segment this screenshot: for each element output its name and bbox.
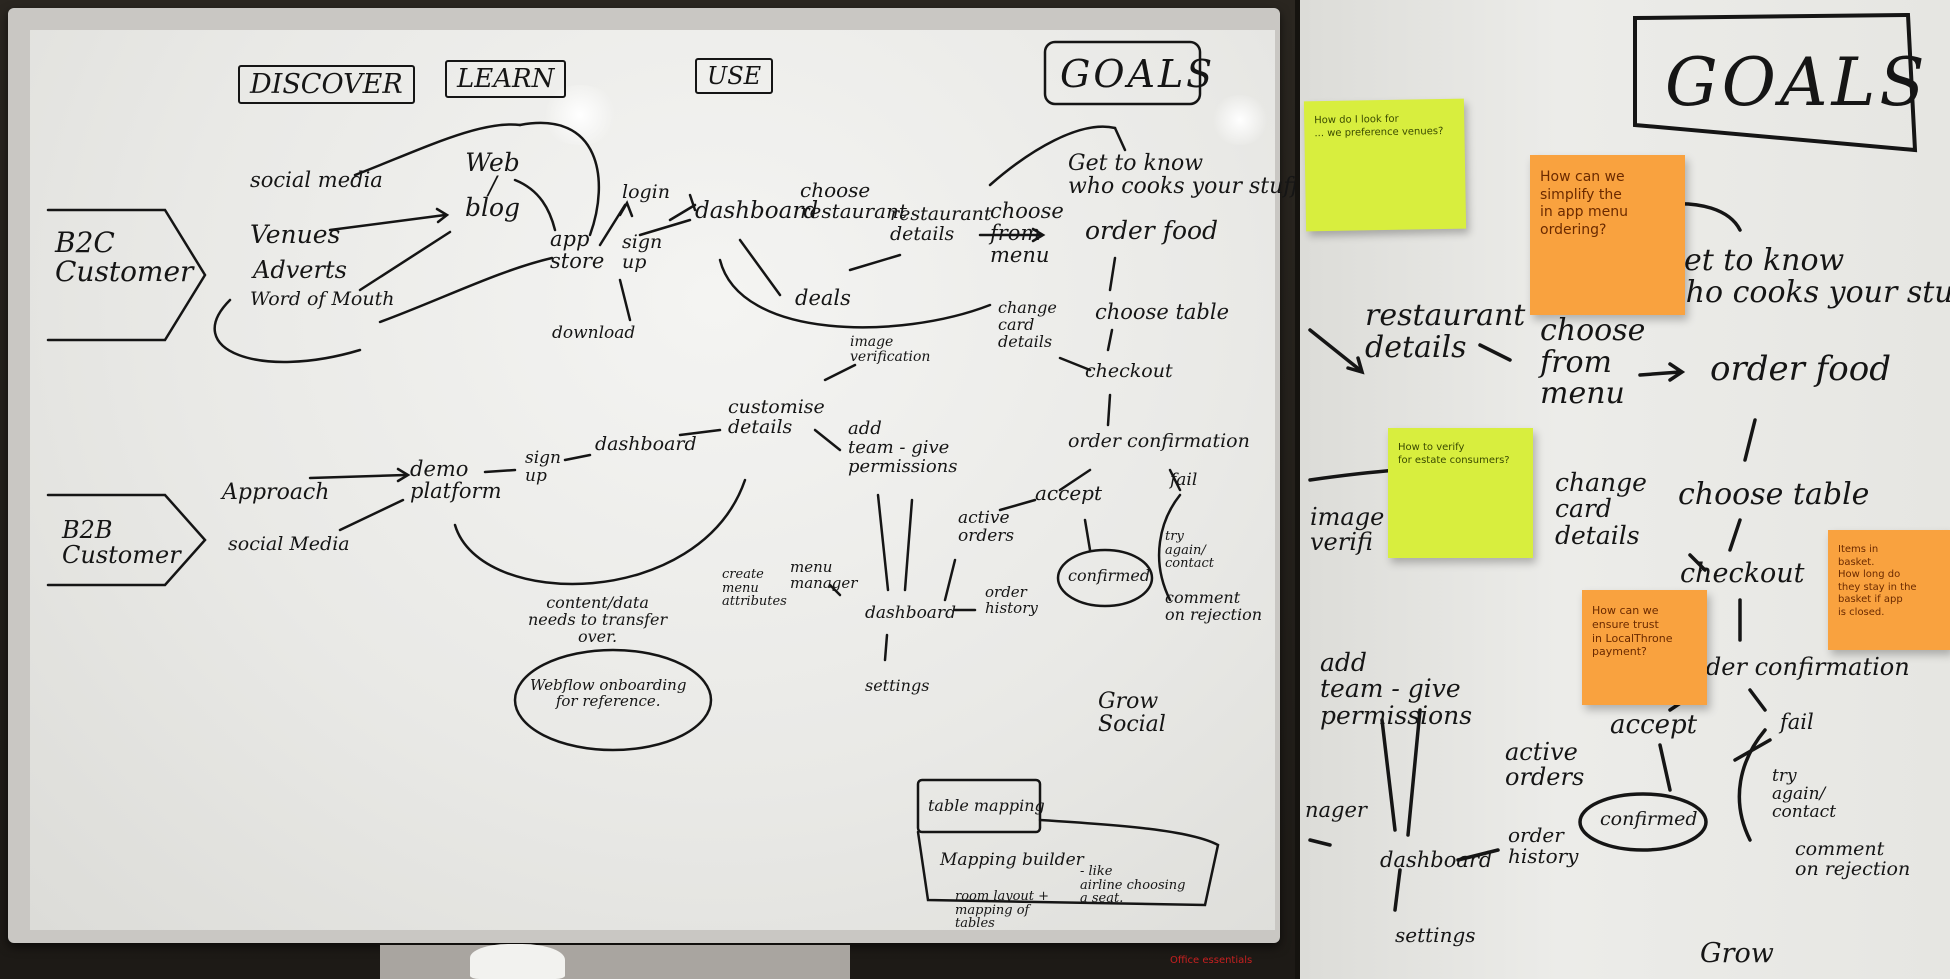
- whiteboard-ink-strokes: [46, 40, 1220, 907]
- sticky-note-orange-trust: How can we ensure trust in LocalThrone p…: [1582, 590, 1707, 705]
- try-again-closeup: try again/ contact: [1772, 766, 1837, 822]
- goals-header: GOALS: [1060, 52, 1216, 96]
- approach-label: Approach: [222, 480, 330, 505]
- b2b-social-media-label: social Media: [228, 533, 350, 555]
- room-layout-label: room layout + mapping of tables: [955, 889, 1050, 932]
- create-menu-attributes-label: create menu attributes: [722, 567, 787, 610]
- confirmed-closeup: confirmed: [1600, 808, 1698, 830]
- active-orders-closeup: active orders: [1505, 738, 1585, 792]
- comment-on-rejection-label: comment on rejection: [1165, 588, 1263, 624]
- social-media-label: social media: [250, 168, 383, 192]
- image-verification-label: image verification: [850, 334, 931, 365]
- brand-logo: Office essentials: [1170, 955, 1253, 966]
- b2c-customer-label: B2C Customer: [55, 226, 194, 289]
- active-orders-label: active orders: [958, 508, 1015, 546]
- download-label: download: [552, 323, 636, 343]
- choose-table-label: choose table: [1095, 300, 1229, 324]
- b2b-dashboard2-label: dashboard: [865, 603, 956, 623]
- choose-table-closeup: choose table: [1678, 477, 1870, 512]
- app-store-label: app store: [550, 227, 605, 274]
- sticky-note-orange-basket: Items in basket. How long do they stay i…: [1828, 530, 1950, 650]
- get-to-know-label: Get to know who cooks your stuff: [1068, 151, 1299, 200]
- marker-tray: [380, 945, 850, 979]
- web-blog-label: Web / blog: [465, 148, 521, 222]
- sign-up-label: sign up: [622, 231, 663, 273]
- adverts-label: Adverts: [253, 256, 347, 284]
- whiteboard: [30, 30, 1275, 930]
- fail-label: fail: [1170, 470, 1198, 490]
- venues-label: Venues: [250, 220, 341, 249]
- try-again-contact-label: try again/ contact: [1165, 529, 1214, 572]
- image-verification-closeup: image verifi: [1310, 503, 1385, 557]
- word-of-mouth-label: Word of Mouth: [250, 288, 395, 310]
- choose-from-menu-label: choose from menu: [990, 199, 1064, 268]
- airline-seat-label: - like airline choosing a seat.: [1080, 864, 1186, 907]
- order-confirmation-label: order confirmation: [1068, 430, 1250, 452]
- demo-platform-label: demo platform: [410, 457, 502, 504]
- left-whiteboard-photo: DISCOVER LEARN USE GOALS B2C Customer B2…: [0, 0, 1300, 979]
- choose-restaurant-label: choose restaurant: [800, 178, 907, 223]
- restaurant-details-closeup: restaurant details: [1365, 298, 1526, 365]
- dashboard-label: dashboard: [695, 198, 819, 224]
- webflow-onboarding-label: Webflow onboarding for reference.: [530, 676, 687, 710]
- table-mapping-label: table mapping: [928, 796, 1045, 815]
- mapping-builder-label: Mapping builder: [940, 850, 1084, 870]
- sticky-note-orange-menu: How can we simplify the in app menu orde…: [1530, 155, 1685, 315]
- confirmed-label: confirmed: [1068, 566, 1151, 585]
- content-data-label: content/data needs to transfer over.: [528, 593, 668, 646]
- fail-closeup: fail: [1780, 710, 1814, 734]
- login-label: login: [622, 181, 670, 203]
- b2b-customer-label: B2B Customer: [62, 516, 181, 570]
- dashboard-closeup: dashboard: [1380, 848, 1493, 872]
- use-header: USE: [695, 58, 774, 94]
- manager-closeup: nager: [1305, 798, 1367, 822]
- grow-closeup: Grow: [1700, 938, 1774, 969]
- change-card-details-label: change card details: [998, 298, 1057, 351]
- settings-label: settings: [865, 676, 930, 695]
- b2b-dashboard-label: dashboard: [595, 433, 697, 455]
- accept-closeup: accept: [1610, 710, 1698, 740]
- customise-details-label: customise details: [728, 396, 825, 438]
- menu-manager-label: menu manager: [790, 558, 858, 592]
- add-team-closeup: add team - give permissions: [1320, 648, 1473, 730]
- grow-social-label: Grow Social: [1098, 689, 1166, 738]
- order-history-closeup: order history: [1508, 823, 1579, 868]
- order-history-label: order history: [985, 583, 1038, 617]
- settings-closeup: settings: [1395, 923, 1476, 947]
- change-card-details-closeup: change card details: [1555, 468, 1647, 550]
- sticky-note-yellow-top: How do I look for ... we preference venu…: [1303, 98, 1467, 232]
- right-closeup-photo: GOALS Get to know who cooks your stuff r…: [1300, 0, 1950, 979]
- b2b-sign-up-label: sign up: [525, 448, 561, 486]
- tissue: [470, 944, 565, 979]
- checkout-label: checkout: [1085, 360, 1173, 382]
- light-glare: [1210, 95, 1270, 145]
- get-to-know-closeup: Get to know who cooks your stuff: [1660, 243, 1950, 310]
- checkout-closeup: checkout: [1680, 558, 1805, 589]
- comment-on-rejection-closeup: comment on rejection: [1795, 838, 1911, 880]
- discover-header: DISCOVER: [238, 65, 415, 104]
- add-team-label: add team - give permissions: [848, 418, 958, 477]
- accept-label: accept: [1035, 481, 1103, 505]
- goals-closeup-header: GOALS: [1665, 44, 1929, 121]
- choose-from-menu-closeup: choose from menu: [1540, 313, 1646, 411]
- learn-header: LEARN: [445, 60, 567, 98]
- sticky-note-yellow-mid: How to verify for estate consumers?: [1388, 428, 1533, 558]
- deals-label: deals: [795, 286, 851, 310]
- order-confirmation-closeup: order confirmation: [1680, 653, 1910, 681]
- restaurant-details-label: restaurant details: [890, 203, 992, 245]
- order-food-label: order food: [1085, 216, 1219, 245]
- order-food-closeup: order food: [1710, 349, 1891, 389]
